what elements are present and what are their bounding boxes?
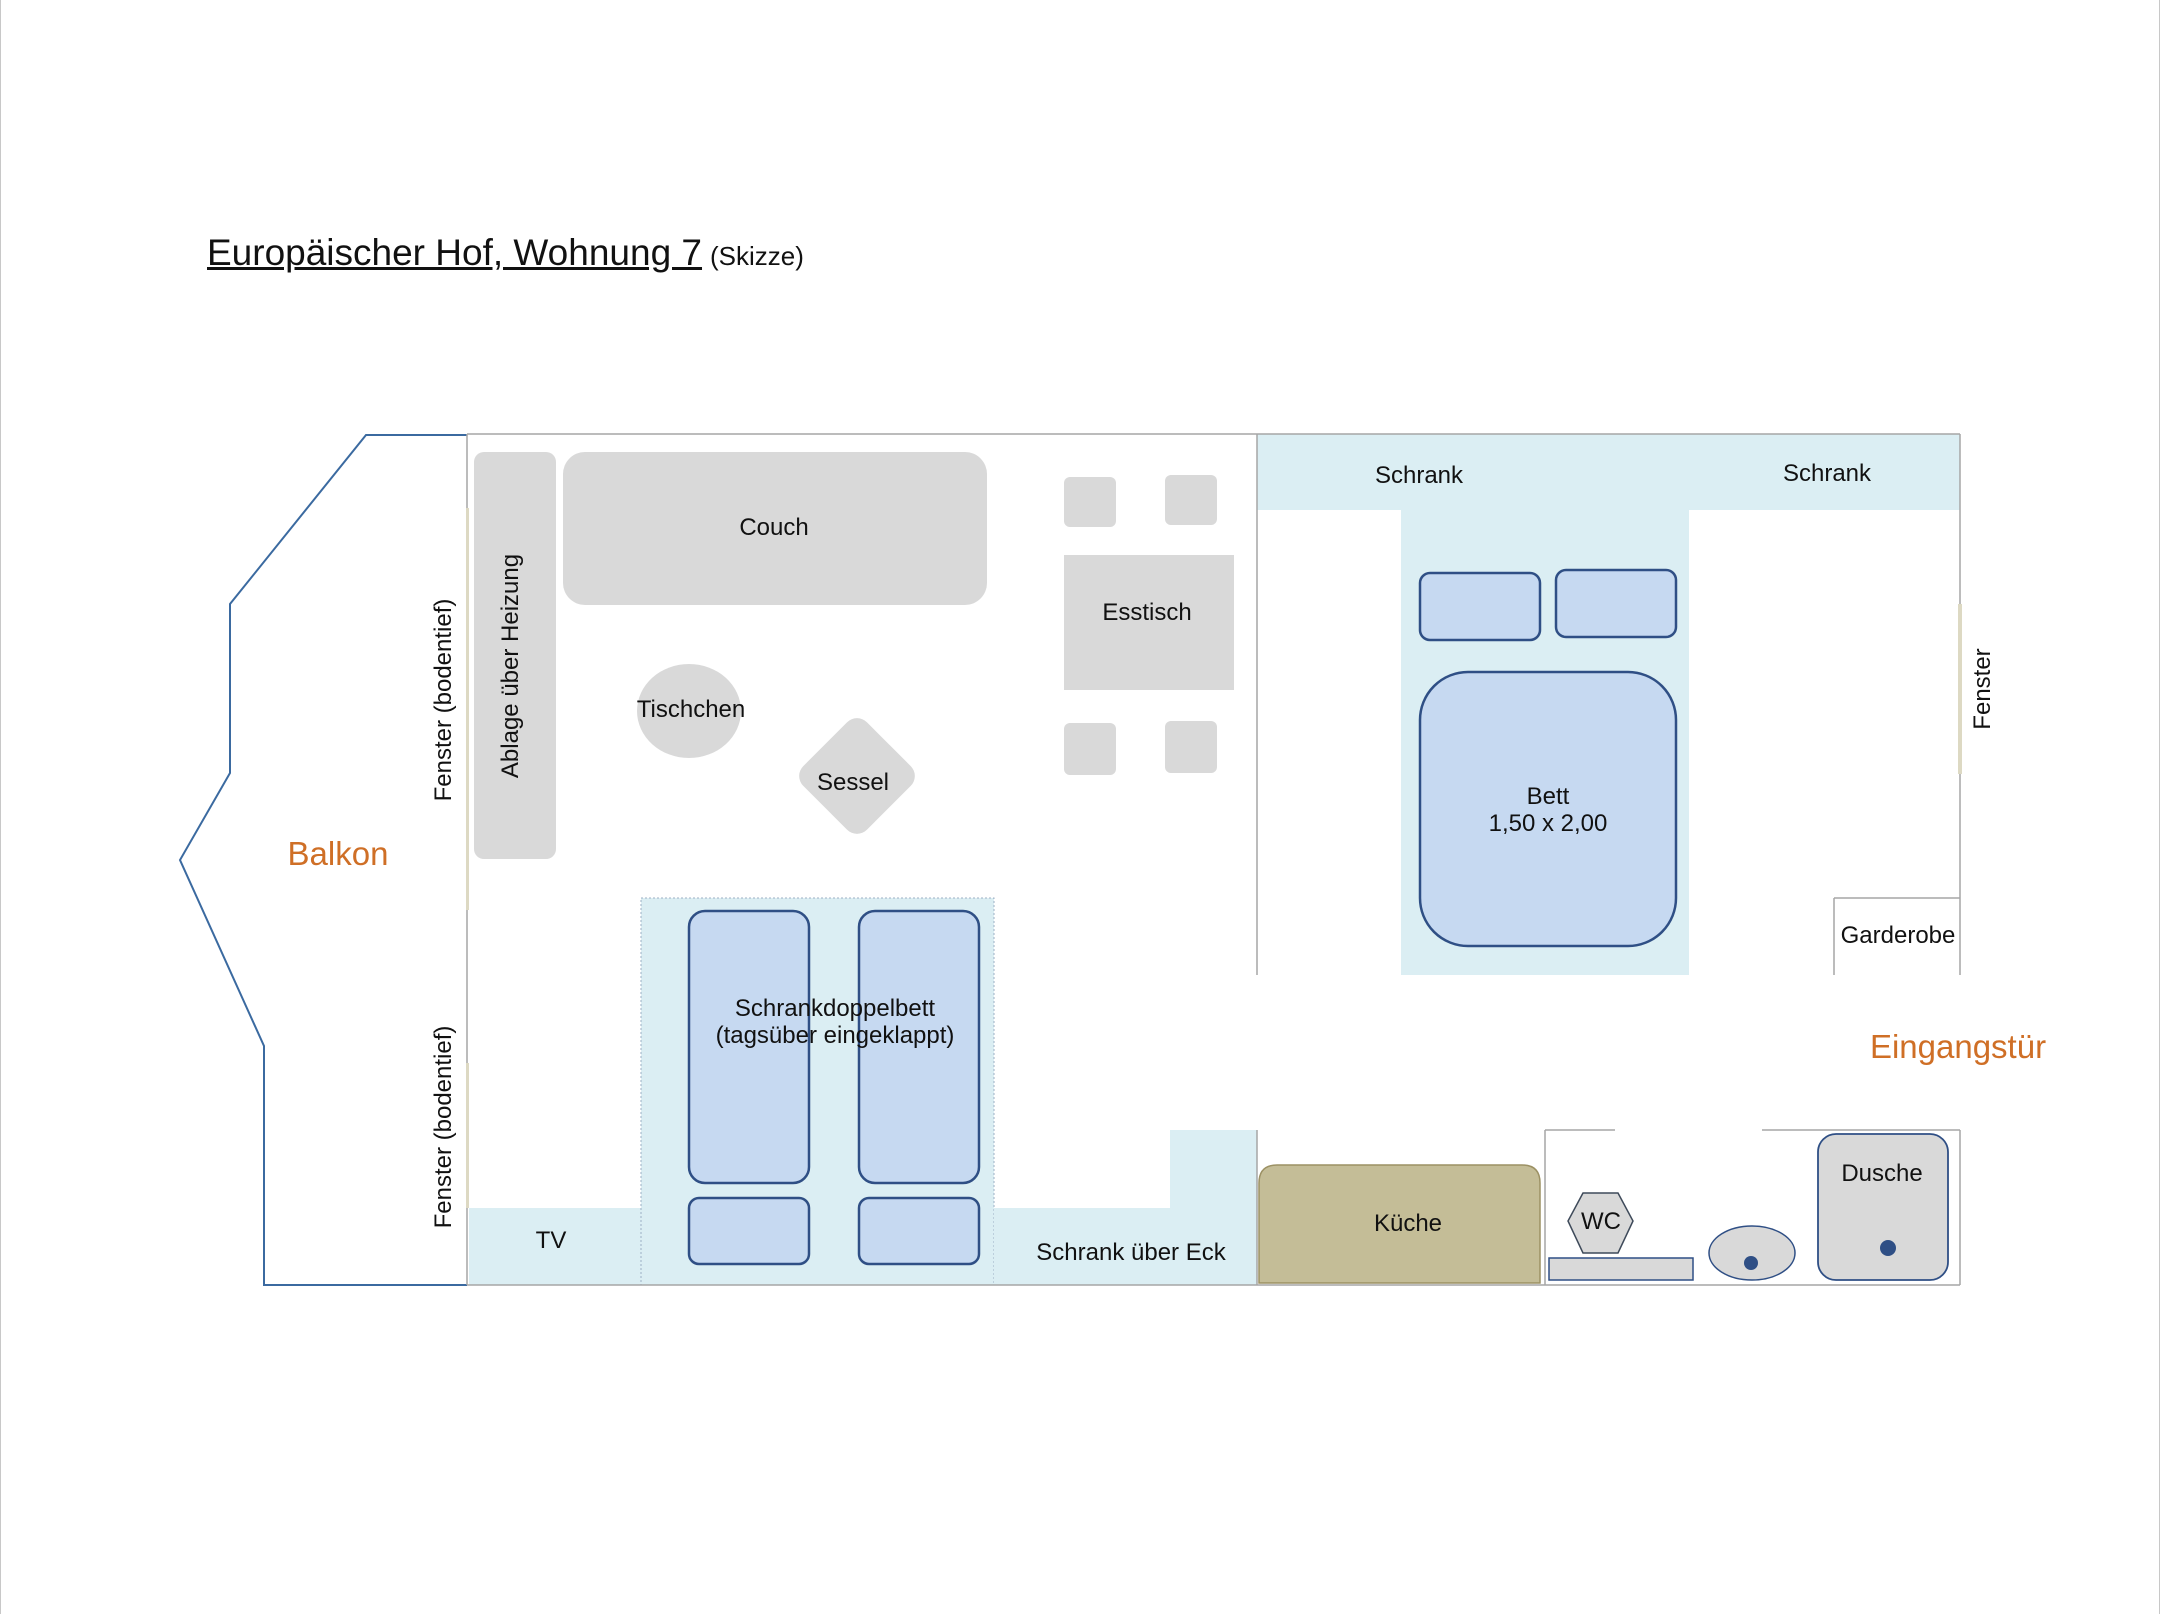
windows <box>466 508 1962 1208</box>
couch-shape <box>563 452 987 605</box>
chair-bottom-right <box>1165 721 1217 773</box>
gray-furniture <box>474 452 1234 859</box>
labels: Balkon Eingangstür Fenster (bodentief) F… <box>288 460 2047 1266</box>
label-wc: WC <box>1581 1208 1621 1235</box>
armchair-shape <box>799 718 915 834</box>
chair-bottom-left <box>1064 723 1116 775</box>
label-tischchen: Tischchen <box>637 696 746 723</box>
folding-pillow-right <box>857 1196 981 1266</box>
tv-area <box>469 1208 641 1285</box>
label-dusche: Dusche <box>1841 1160 1922 1187</box>
label-fenster-top: Fenster (bodentief) <box>430 599 457 802</box>
shower-drain <box>1880 1240 1896 1256</box>
folding-pillow-left <box>687 1196 811 1266</box>
label-schrankbett-note: (tagsüber eingeklappt) <box>716 1022 955 1049</box>
double-bed-shape <box>1418 670 1678 948</box>
dining-table-shape <box>1064 555 1234 690</box>
label-esstisch: Esstisch <box>1102 599 1191 626</box>
drawing-title: Europäischer Hof, Wohnung 7(Skizze) <box>207 232 804 274</box>
window-right <box>1958 604 1962 774</box>
wc-shape <box>1567 1192 1634 1254</box>
label-balkon: Balkon <box>288 835 389 872</box>
title-main: Europäischer Hof, Wohnung 7 <box>207 232 703 273</box>
corner-wardrobe-area <box>994 1130 1257 1285</box>
label-couch: Couch <box>739 514 808 541</box>
window-bottom-left <box>466 1063 469 1208</box>
folding-bed-left <box>687 909 811 1185</box>
walls <box>466 433 1961 1286</box>
kitchen-counter <box>1258 1164 1541 1284</box>
label-garderobe: Garderobe <box>1841 922 1956 949</box>
pillow-left <box>1418 571 1542 642</box>
chair-top-right <box>1165 475 1217 525</box>
bathroom-fixtures <box>1548 1133 1949 1281</box>
label-sessel: Sessel <box>817 769 889 796</box>
shower-shape <box>1817 1133 1949 1281</box>
sink-shape <box>1708 1225 1796 1281</box>
bath-shelf <box>1548 1257 1694 1281</box>
beds <box>687 568 1678 1266</box>
side-table-shape <box>637 664 741 758</box>
label-kueche: Küche <box>1374 1210 1442 1237</box>
label-schrank-right: Schrank <box>1783 460 1872 487</box>
ablage-shelf <box>474 452 556 859</box>
label-fenster-bottom: Fenster (bodentief) <box>430 1026 457 1229</box>
label-schrank-eck: Schrank über Eck <box>1036 1239 1226 1266</box>
window-top-left <box>466 508 469 910</box>
label-tv: TV <box>536 1227 567 1254</box>
sink-drain <box>1744 1256 1758 1270</box>
label-bett-size: 1,50 x 2,00 <box>1489 810 1608 837</box>
chair-top-left <box>1064 477 1116 527</box>
label-schrankbett: Schrankdoppelbett <box>735 995 935 1022</box>
label-fenster-right: Fenster <box>1969 648 1996 729</box>
label-bett: Bett <box>1527 783 1570 810</box>
folding-bed-right <box>857 909 981 1185</box>
balcony-outline <box>178 434 467 1286</box>
label-ablage: Ablage über Heizung <box>497 554 524 778</box>
pillow-right <box>1554 568 1678 639</box>
label-schrank-left: Schrank <box>1375 462 1464 489</box>
title-sub: (Skizze) <box>710 241 804 271</box>
label-eingangstuer: Eingangstür <box>1870 1028 2046 1065</box>
